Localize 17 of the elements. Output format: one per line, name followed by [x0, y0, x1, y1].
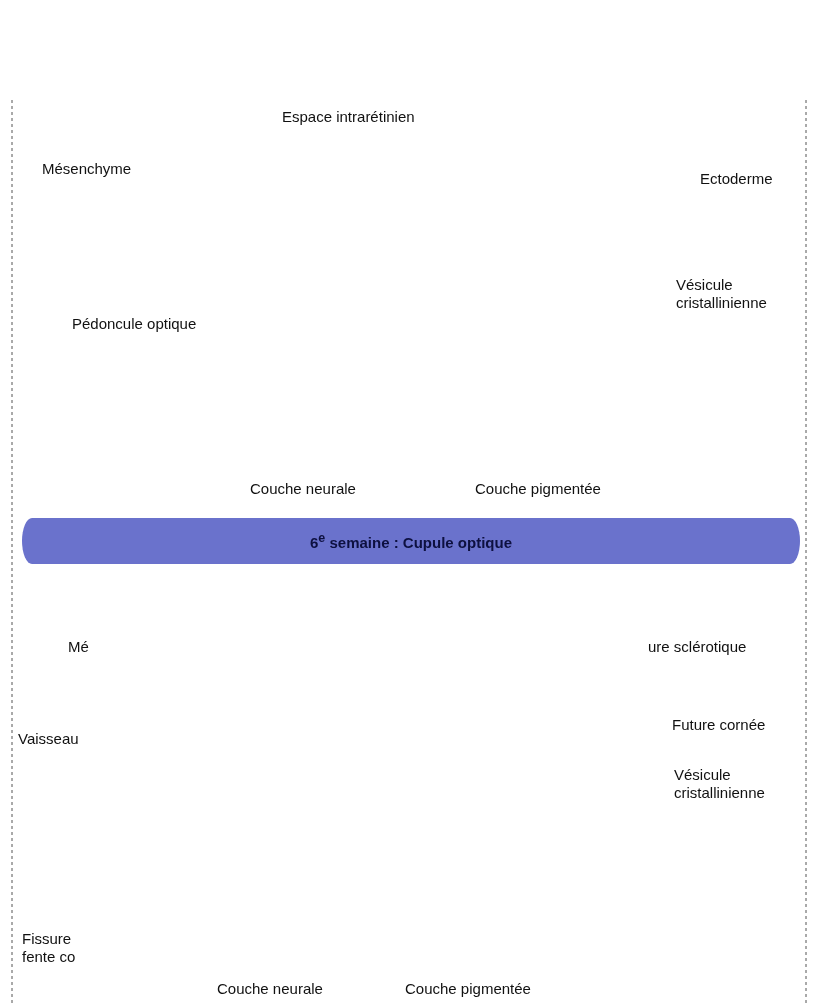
- part-label: Vaisseau: [18, 730, 79, 748]
- stage-title: 6$^{e}$ semaine : Cupule optique: [310, 531, 512, 551]
- part-label: Couche pigmentée: [475, 480, 601, 498]
- stage-banner: [22, 518, 800, 564]
- part-label: Vésicule cristallinienne: [674, 766, 766, 802]
- part-label: Mé: [68, 638, 89, 656]
- part-label: Pédoncule optique: [72, 315, 197, 333]
- part-label: Couche pigmentée: [405, 980, 531, 998]
- part-label: Couche neurale: [250, 480, 356, 498]
- part-label: Ectoderme: [700, 170, 773, 188]
- part-label: Couche neurale: [217, 980, 323, 998]
- part-label: Espace intrarétinien: [282, 108, 415, 126]
- part-label: Future cornée: [672, 716, 766, 734]
- part-label: Mésenchyme: [42, 160, 132, 178]
- part-label: Fissure fente co: [22, 930, 77, 966]
- part-label: ure sclérotique: [648, 638, 747, 656]
- part-label: Vésicule cristallinienne: [676, 276, 768, 312]
